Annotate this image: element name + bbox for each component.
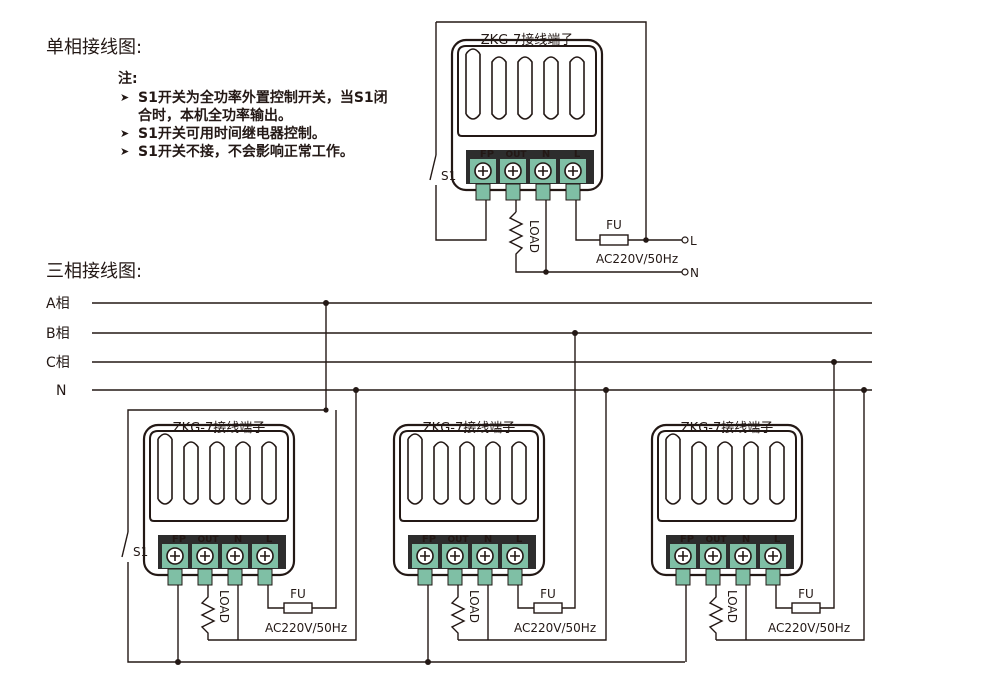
module-2-terminal-l: L bbox=[516, 534, 523, 545]
single-phase-labels: ZKG-7接线端子 FP OUT N L S1 LOAD FU AC220V/5… bbox=[441, 32, 699, 280]
single-terminal-out: OUT bbox=[505, 150, 527, 160]
module-2-terminal-n: N bbox=[484, 534, 492, 545]
module-1-switch-label: S1 bbox=[133, 545, 148, 559]
module-2-load-label: LOAD bbox=[467, 590, 481, 623]
single-terminal-fp: FP bbox=[480, 149, 494, 160]
module-3-supply-label: AC220V/50Hz bbox=[768, 621, 850, 635]
single-supply-label: AC220V/50Hz bbox=[596, 252, 678, 266]
three-phase-module-2 bbox=[427, 333, 607, 662]
three-phase-module-3 bbox=[685, 362, 865, 662]
three-phase-heading: 三相接线图: bbox=[46, 261, 143, 282]
module-1-load-label: LOAD bbox=[217, 590, 231, 623]
bus-labels: A相 B相 C相 N bbox=[46, 296, 70, 399]
note-item-1: S1开关为全功率外置控制开关，当S1闭合时，本机全功率输出。 bbox=[118, 89, 388, 125]
note-item-2: S1开关可用时间继电器控制。 bbox=[118, 125, 388, 143]
module-3-labels: ZKG-7接线端子 FP OUT N L LOAD FU AC220V/50Hz bbox=[680, 420, 850, 635]
module-3-terminal-fp: FP bbox=[680, 534, 694, 545]
module-1-fuse-label: FU bbox=[290, 587, 306, 601]
module-3-terminal-l: L bbox=[774, 534, 781, 545]
single-phase-heading: 单相接线图: bbox=[46, 37, 143, 58]
module-3-fuse-label: FU bbox=[798, 587, 814, 601]
bus-label-n: N bbox=[56, 383, 66, 399]
module-3-terminal-n: N bbox=[742, 534, 750, 545]
module-3-title: ZKG-7接线端子 bbox=[681, 420, 773, 436]
module-1-terminal-n: N bbox=[234, 534, 242, 545]
module-2-supply-label: AC220V/50Hz bbox=[514, 621, 596, 635]
single-switch-label: S1 bbox=[441, 169, 456, 183]
single-line-label: L bbox=[690, 234, 697, 248]
module-2-terminal-out: OUT bbox=[447, 535, 469, 545]
module-2-terminal-fp: FP bbox=[422, 534, 436, 545]
module-1-title: ZKG-7接线端子 bbox=[173, 420, 265, 436]
module-2-title: ZKG-7接线端子 bbox=[423, 420, 515, 436]
module-3-load-label: LOAD bbox=[725, 590, 739, 623]
module-1-terminal-out: OUT bbox=[197, 535, 219, 545]
module-1-terminal-l: L bbox=[266, 534, 273, 545]
junction-dots bbox=[175, 300, 867, 665]
single-load-label: LOAD bbox=[527, 220, 541, 253]
module-2-labels: ZKG-7接线端子 FP OUT N L LOAD FU AC220V/50Hz bbox=[422, 420, 596, 635]
single-neutral-label: N bbox=[690, 266, 699, 280]
notes-title: 注: bbox=[118, 71, 138, 87]
three-phase-bus bbox=[92, 302, 872, 391]
note-item-3: S1开关不接，不会影响正常工作。 bbox=[118, 143, 388, 161]
single-module-title: ZKG-7接线端子 bbox=[481, 32, 573, 48]
bus-label-c: C相 bbox=[46, 355, 70, 371]
module-1-labels: ZKG-7接线端子 FP OUT N L S1 LOAD FU AC220V/5… bbox=[133, 420, 347, 635]
single-terminal-n: N bbox=[542, 149, 550, 160]
bus-label-b: B相 bbox=[46, 326, 70, 342]
module-1-supply-label: AC220V/50Hz bbox=[265, 621, 347, 635]
single-phase-diagram bbox=[429, 21, 688, 273]
module-2-fuse-label: FU bbox=[540, 587, 556, 601]
module-1-terminal-fp: FP bbox=[172, 534, 186, 545]
three-phase-module-1 bbox=[121, 303, 685, 663]
single-fuse-label: FU bbox=[606, 218, 622, 232]
notes-box: 注: S1开关为全功率外置控制开关，当S1闭合时，本机全功率输出。 S1开关可用… bbox=[118, 70, 388, 161]
bus-label-a: A相 bbox=[46, 296, 70, 312]
module-3-terminal-out: OUT bbox=[705, 535, 727, 545]
single-terminal-l: L bbox=[574, 149, 581, 160]
